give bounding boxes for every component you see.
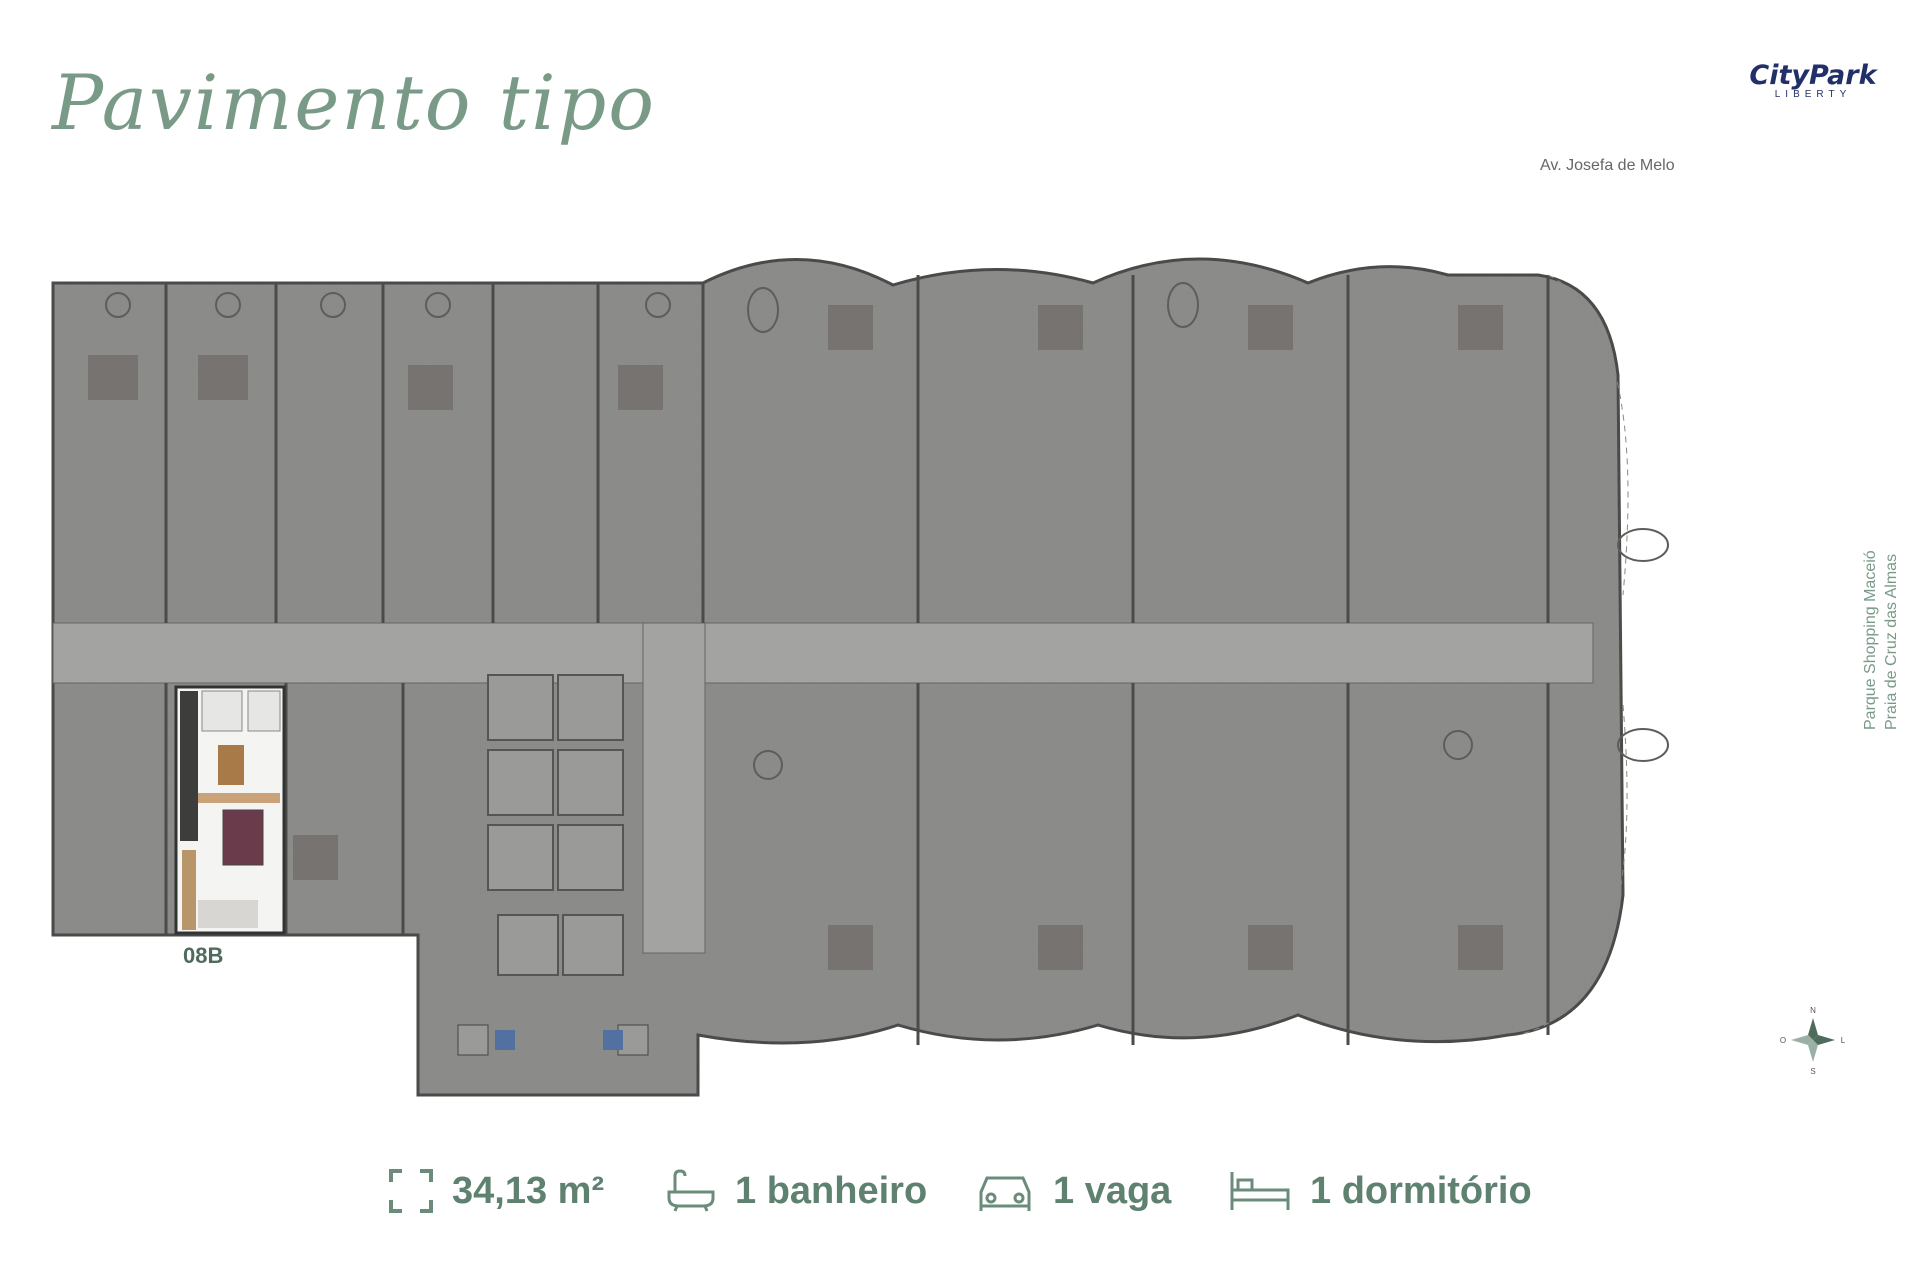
unit-stats-bar: 34,13 m² 1 banheiro 1 vaga 1 dormitório xyxy=(0,1168,1920,1228)
compass-o: O xyxy=(1780,1036,1786,1045)
unit-label-08b: 08B xyxy=(183,943,224,968)
car-icon xyxy=(979,1176,1031,1211)
elevator-shafts xyxy=(487,674,624,976)
stat-parking-value: 1 vaga xyxy=(1053,1169,1172,1212)
furniture xyxy=(88,305,1503,970)
unit-08b-interior xyxy=(180,690,281,930)
logo-subtitle: LIBERTY xyxy=(1774,89,1852,100)
side-label-line-1: Parque Shopping Maceió xyxy=(1862,550,1879,730)
side-direction-label: Parque Shopping Maceió Praia de Cruz das… xyxy=(1860,550,1902,730)
stat-area-value: 34,13 m² xyxy=(452,1169,605,1212)
stat-bedrooms: 1 dormitório xyxy=(1228,1168,1532,1214)
side-label-line-2: Praia de Cruz das Almas xyxy=(1883,553,1900,730)
accessibility-icon xyxy=(495,1030,515,1050)
stat-bedrooms-value: 1 dormitório xyxy=(1310,1169,1532,1212)
tables xyxy=(105,282,1669,780)
accessibility-icon xyxy=(603,1030,623,1050)
bathtub-icon xyxy=(667,1169,715,1212)
compass-s: S xyxy=(1810,1067,1815,1076)
area-frame-icon xyxy=(389,1169,433,1213)
logo-brand: CityPark xyxy=(1749,60,1877,91)
compass-l: L xyxy=(1841,1036,1846,1045)
page-title: Pavimento tipo xyxy=(52,58,656,147)
floor-plan: N S O L xyxy=(51,257,1846,1097)
compass-icon: N S O L xyxy=(1780,1006,1846,1076)
stat-bathrooms-value: 1 banheiro xyxy=(735,1169,928,1212)
street-label: Av. Josefa de Melo xyxy=(1540,157,1675,174)
compass-n: N xyxy=(1810,1006,1816,1015)
bed-icon xyxy=(1230,1172,1290,1210)
elevator-core xyxy=(642,622,706,954)
brand-logo: CityPark LIBERTY xyxy=(1738,60,1888,100)
stat-bathrooms: 1 banheiro xyxy=(665,1168,927,1214)
stat-area: 34,13 m² xyxy=(388,1168,604,1214)
stat-parking: 1 vaga xyxy=(975,1168,1171,1214)
corridor xyxy=(52,622,1594,684)
unit-walls xyxy=(164,275,1550,1045)
